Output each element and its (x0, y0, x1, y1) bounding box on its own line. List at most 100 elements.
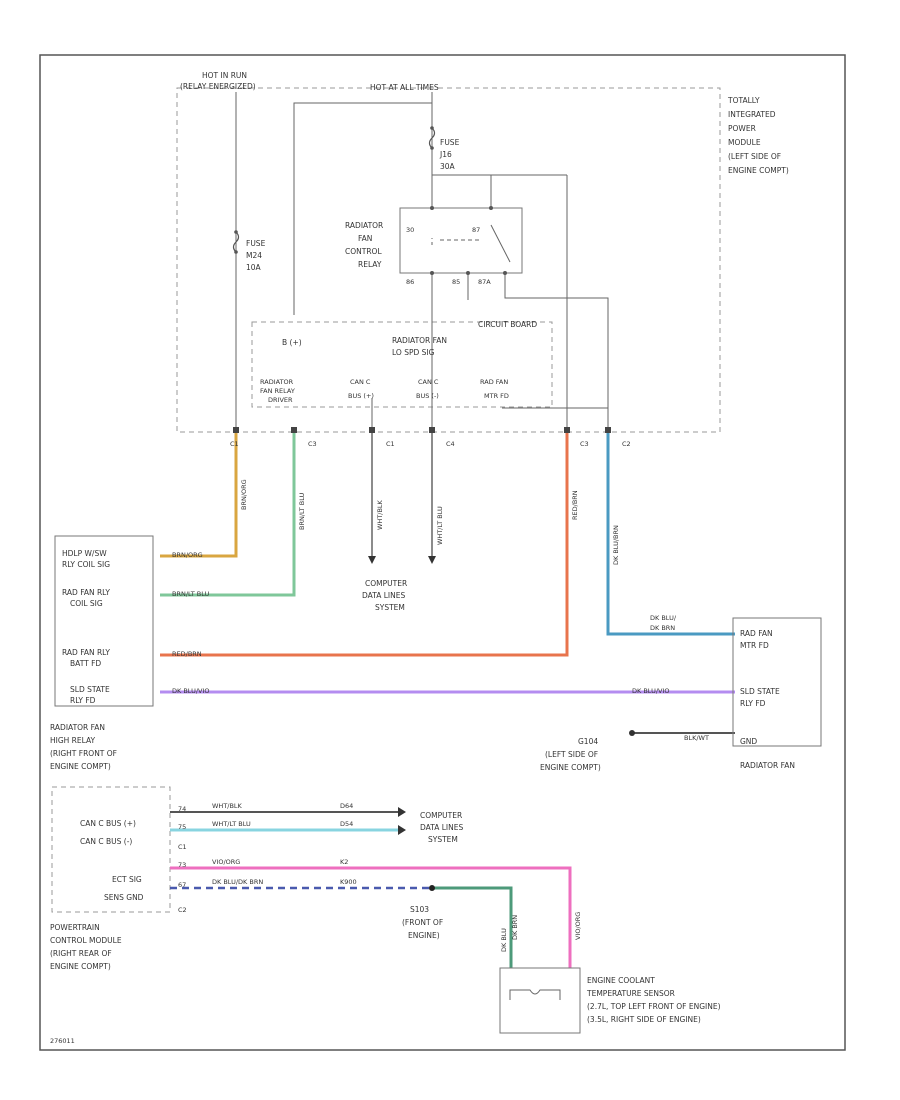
fuse-left-label: FUSE (246, 239, 266, 248)
pcm-pin-number: 75 (178, 823, 186, 831)
ect-sensor-box (499, 967, 581, 1034)
lo-spd-label: LO SPD SIG (392, 348, 435, 357)
fuse-top-label: FUSE (440, 138, 460, 147)
fan-pin-label: GND (740, 737, 757, 746)
pcm-circuit-label: K900 (340, 878, 357, 886)
relay-pin: 86 (406, 278, 414, 286)
relay-pin: 85 (452, 278, 460, 286)
wire-label: WHT/LT BLU (436, 506, 444, 545)
pcm-wire-label: VIO/ORG (212, 858, 240, 866)
diagram-frame (39, 54, 846, 1051)
wire-dk-blu-brn (606, 433, 735, 636)
pcm-wire-label: WHT/BLK (212, 802, 243, 810)
radiator-fan-box (732, 617, 822, 747)
fuse-top-label: 30A (440, 162, 456, 171)
tipm-label: TOTALLY (727, 96, 760, 105)
pcm-pin-label: CAN C BUS (+) (80, 819, 136, 828)
relay-label: RELAY (358, 260, 382, 269)
high-relay-wire-label: BRN/LT BLU (172, 590, 210, 598)
ect-sensor-label: (2.7L, TOP LEFT FRONT OF ENGINE) (587, 1002, 721, 1011)
sensor-wire-label: DK BRN (511, 915, 519, 940)
arrow-down-icon (428, 556, 436, 564)
relay-driver-label: DRIVER (268, 396, 293, 404)
fuse-left-label: 10A (246, 263, 262, 272)
wire-label: BRN/LT BLU (298, 492, 306, 530)
tipm-connector-pins (233, 427, 611, 433)
fan-wire-label: DK BRN (650, 624, 675, 632)
ground-g104-icon (629, 730, 635, 736)
pcm-wire-label: WHT/LT BLU (212, 820, 251, 828)
tipm-internal-wiring (235, 92, 609, 430)
tipm-label: MODULE (728, 138, 761, 147)
pcm-label: (RIGHT REAR OF (50, 949, 112, 958)
fuse-icon (232, 230, 240, 254)
wire-red-brn (160, 433, 569, 657)
fuse-left-label: M24 (246, 251, 262, 260)
can-minus-label: CAN C (418, 378, 439, 386)
pcm-pin-number: 73 (178, 861, 186, 869)
b-plus-label: B (+) (282, 338, 302, 347)
high-relay-label: (RIGHT FRONT OF (50, 749, 117, 758)
computer-data-lines-label: COMPUTER (420, 811, 462, 820)
wire-vio-org (170, 866, 572, 968)
pcm-connector: C1 (178, 843, 187, 851)
pcm-pin-number: 67 (178, 881, 186, 889)
high-relay-pin-label: COIL SIG (70, 599, 103, 608)
connector-label: C2 (622, 440, 631, 448)
high-relay-pin-label: SLD STATE (70, 685, 110, 694)
high-relay-pin-label: RLY FD (70, 696, 96, 705)
fan-pin-label: SLD STATE (740, 687, 780, 696)
splice-label: (FRONT OF (402, 918, 443, 927)
sensor-wire-label: DK BLU (500, 928, 508, 952)
hot-run-label: HOT IN RUN (202, 71, 247, 80)
pcm-pin-label: SENS GND (104, 893, 144, 902)
wire-sensor-ground (432, 886, 513, 968)
fan-wire-label: DK BLU/ (650, 614, 677, 622)
wire-label: WHT/BLK (376, 499, 384, 530)
fan-wire-label: BLK/WT (684, 734, 709, 742)
relay-driver-label: RADIATOR (260, 378, 294, 386)
ground-label: ENGINE COMPT) (540, 763, 601, 772)
relay-label: RADIATOR (345, 221, 383, 230)
splice-label: S103 (410, 905, 429, 914)
wire-brn-org (160, 433, 238, 558)
computer-data-lines-label: COMPUTER (365, 579, 407, 588)
fan-pin-label: MTR FD (740, 641, 769, 650)
tipm-label: (LEFT SIDE OF (728, 152, 781, 161)
connector-label: C4 (446, 440, 455, 448)
computer-data-lines-label: SYSTEM (375, 603, 405, 612)
pcm-circuit-label: D64 (340, 802, 353, 810)
figure-id: 276011 (50, 1037, 75, 1045)
relay-pin: 87 (472, 226, 480, 234)
ect-sensor-label: ENGINE COOLANT (587, 976, 655, 985)
relay-pin: 87A (478, 278, 491, 286)
relay-driver-label: FAN RELAY (260, 387, 295, 395)
pcm-label: ENGINE COMPT) (50, 962, 111, 971)
high-relay-pin-label: BATT FD (70, 659, 101, 668)
ground-label: (LEFT SIDE OF (545, 750, 598, 759)
fan-pin-label: RAD FAN (740, 629, 773, 638)
pcm-wire-label: DK BLU/DK BRN (212, 878, 263, 886)
circuit-board-label: CIRCUIT BOARD (478, 320, 537, 329)
wire-brn-lt-blu (160, 433, 296, 597)
high-relay-label: ENGINE COMPT) (50, 762, 111, 771)
splice-label: ENGINE) (408, 931, 440, 940)
arrow-right-icon (398, 807, 406, 817)
pcm-label: CONTROL MODULE (50, 936, 122, 945)
pcm-pin-label: ECT SIG (112, 875, 142, 884)
relay-label: CONTROL (345, 247, 382, 256)
ect-sensor-label: TEMPERATURE SENSOR (586, 989, 675, 998)
high-relay-wire-label: DK BLU/VIO (172, 687, 210, 695)
wire-label: RED/BRN (571, 490, 579, 520)
wire-label: DK BLU/BRN (612, 525, 620, 565)
tipm-label: INTEGRATED (728, 110, 776, 119)
connector-label: C1 (230, 440, 239, 448)
pcm-label: POWERTRAIN (50, 923, 100, 932)
connector-label: C3 (308, 440, 317, 448)
fuse-top-label: J16 (439, 150, 452, 159)
fan-mtr-label: RAD FAN (480, 378, 508, 386)
high-relay-label: RADIATOR FAN (50, 723, 105, 732)
can-plus-label: BUS (+) (348, 392, 374, 400)
high-relay-pin-label: RLY COIL SIG (62, 560, 110, 569)
